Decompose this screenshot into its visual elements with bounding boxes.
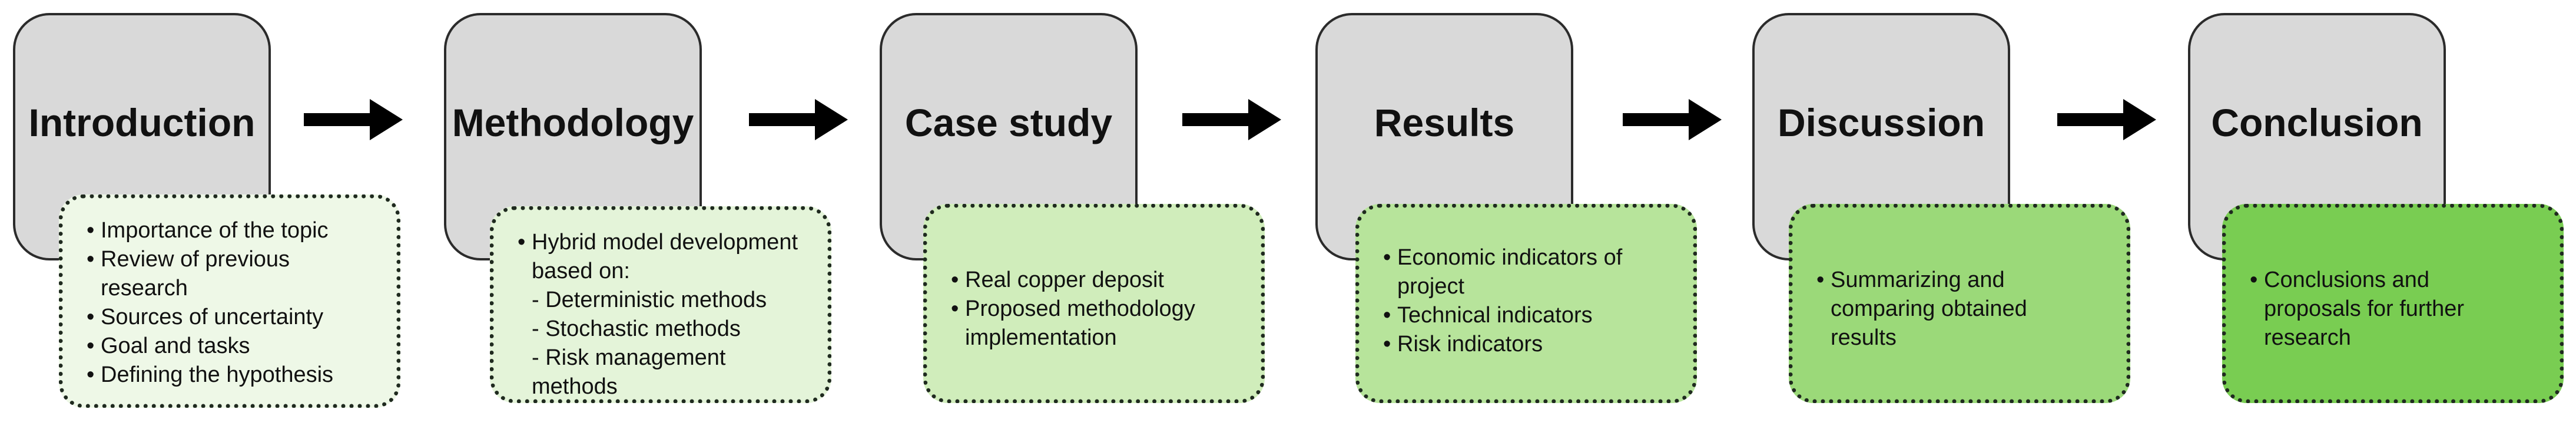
stage-title: Results [1374,101,1515,144]
right-arrow-icon [749,99,848,140]
detail-item: Importance of the topic [87,216,382,245]
detail-item: Risk indicators [1383,330,1679,359]
detail-item: research [101,276,188,301]
right-arrow-icon [304,99,403,140]
detail-item: comparing obtained [1831,296,2027,321]
detail-item: proposals for further [2264,296,2465,321]
stage-title: Conclusion [2211,101,2423,144]
detail-item: methods [532,374,618,399]
detail-item: Conclusions and [2250,266,2545,295]
detail-item: Real copper deposit [951,266,1246,295]
detail-box-results: Economic indicators ofprojectTechnical i… [1355,204,1697,403]
detail-item: - Stochastic methods [532,316,741,341]
detail-item: - Risk management [532,345,726,370]
detail-box-case-study: Real copper depositProposed methodologyi… [923,204,1265,403]
detail-item: Goal and tasks [87,332,382,361]
stage-title: Discussion [1777,101,1985,144]
detail-item: Review of previous [87,245,382,274]
stage-title: Methodology [452,101,694,144]
detail-box-introduction: Importance of the topicReview of previou… [59,194,400,408]
stage-title: Introduction [28,101,256,144]
detail-item: Defining the hypothesis [87,361,382,390]
stage-title: Case study [904,101,1113,144]
detail-item: project [1397,274,1465,299]
detail-item: based on: [532,259,630,283]
detail-list: Importance of the topicReview of previou… [87,216,382,390]
detail-item: Hybrid model development [518,228,813,257]
detail-item: research [2264,325,2351,350]
detail-item: Sources of uncertainty [87,303,382,332]
detail-item: Summarizing and [1816,266,2112,295]
detail-item: results [1831,325,1897,350]
detail-item: - Deterministic methods [532,288,767,312]
right-arrow-icon [1623,99,1722,140]
detail-item: implementation [965,325,1117,350]
right-arrow-icon [1182,99,1281,140]
detail-item: Proposed methodology [951,295,1246,324]
detail-item: Economic indicators of [1383,243,1679,272]
detail-list: Real copper depositProposed methodologyi… [951,266,1246,352]
detail-list: Economic indicators ofprojectTechnical i… [1383,243,1679,359]
detail-item: Technical indicators [1383,301,1679,330]
right-arrow-icon [2057,99,2156,140]
